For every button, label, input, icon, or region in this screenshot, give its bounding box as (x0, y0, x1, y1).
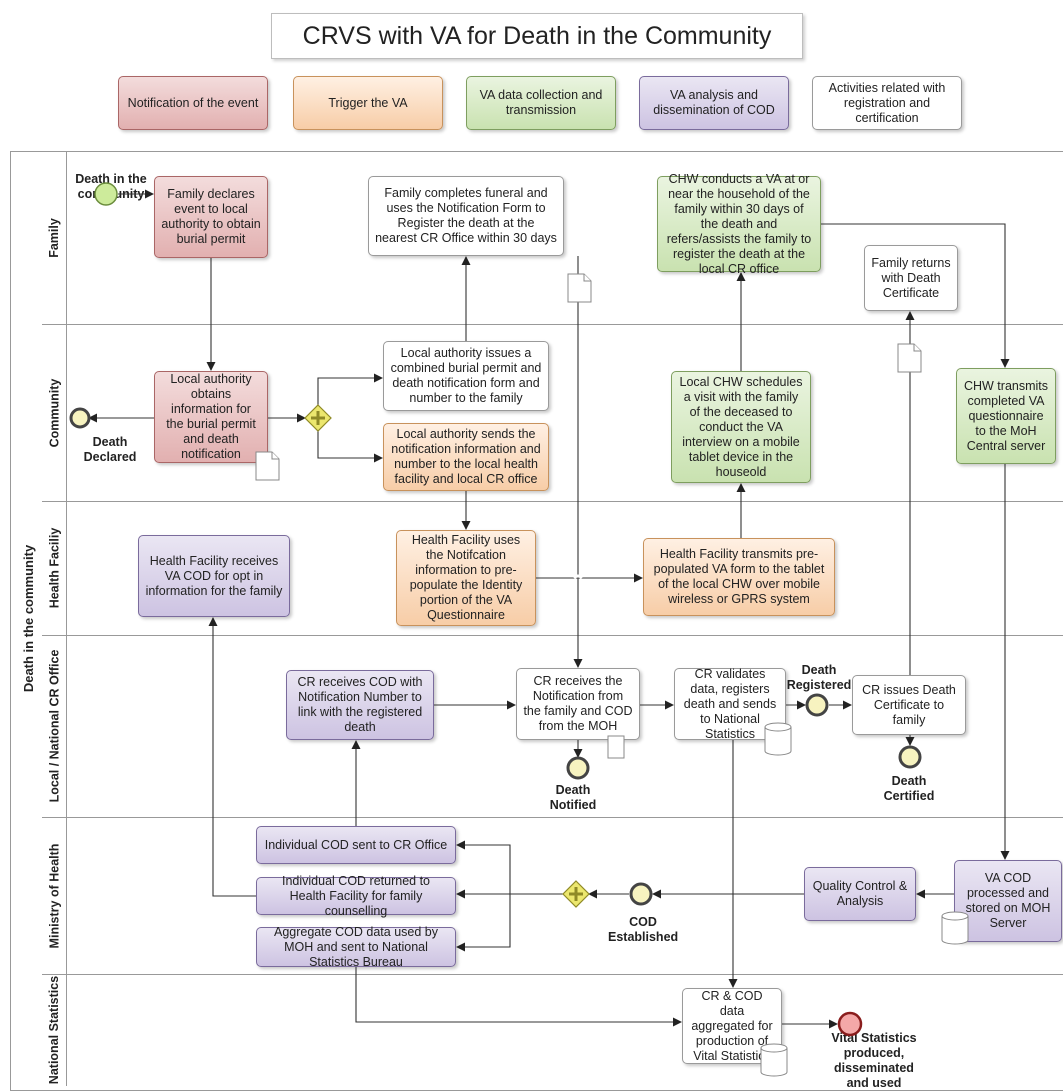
legend-notification: Notification of the event (118, 76, 268, 130)
task-quality-control: Quality Control & Analysis (804, 867, 916, 921)
label-death-certified: Death Certified (883, 774, 935, 803)
label-end-event: Vital Statistics produced, disseminated … (831, 1031, 917, 1090)
diagram-title: CRVS with VA for Death in the Community (271, 13, 803, 59)
task-hf-uses: Health Facility uses the Notifcation inf… (396, 530, 536, 626)
task-va-cod-processed: VA COD processed and stored on MOH Serve… (954, 860, 1062, 942)
task-local-issues: Local authority issues a combined burial… (383, 341, 549, 411)
label-death-notified: Death Notified (549, 783, 597, 812)
task-family-returns: Family returns with Death Certificate (864, 245, 958, 311)
lane-divider (42, 974, 1063, 975)
pool-label: Death in the community (21, 544, 37, 693)
label-death-declared: Death Declared (83, 435, 137, 464)
lane-divider (42, 501, 1063, 502)
task-hf-transmits: Health Facility transmits pre-populated … (643, 538, 835, 616)
task-hf-receives: Health Facility receives VA COD for opt … (138, 535, 290, 617)
label-start-event: Death in the community (75, 172, 147, 201)
task-chw-conducts: CHW conducts a VA at or near the househo… (657, 172, 821, 276)
task-local-obtains: Local authority obtains information for … (154, 371, 268, 463)
task-cr-cod-aggregated: CR & COD data aggregated for production … (682, 988, 782, 1064)
legend-va-data-collection: VA data collection and transmission (466, 76, 616, 130)
task-cr-validates: CR validates data, registers death and s… (674, 667, 786, 741)
task-cr-receives-notification: CR receives the Notification from the fa… (516, 668, 640, 740)
label-death-registered: Death Registered (786, 663, 852, 692)
lane-divider (42, 635, 1063, 636)
task-chw-schedules: Local CHW schedules a visit with the fam… (671, 371, 811, 483)
legend-registration-certification: Activities related with registration and… (812, 76, 962, 130)
task-family-funeral: Family completes funeral and uses the No… (368, 176, 564, 256)
lane-family: Family (42, 151, 67, 324)
lane-ministry-of-health: Ministry of Health (42, 817, 67, 974)
legend-va-analysis: VA analysis and dissemination of COD (639, 76, 789, 130)
task-individual-cod-cr: Individual COD sent to CR Office (256, 826, 456, 864)
lane-divider (42, 817, 1063, 818)
lane-divider (42, 324, 1063, 325)
label-cod-established: COD Established (608, 915, 679, 944)
lane-cr-office: Local / National CR Office (42, 635, 67, 817)
task-cr-issues: CR issues Death Certificate to family (852, 675, 966, 735)
lane-health-facility: Health Faciliy (42, 501, 67, 635)
task-cr-receives-cod: CR receives COD with Notification Number… (286, 670, 434, 740)
task-individual-cod-hf: Individual COD returned to Health Facili… (256, 874, 456, 918)
task-chw-transmits: CHW transmits completed VA questionnaire… (956, 368, 1056, 464)
task-family-declares: Family declares event to local authority… (154, 176, 268, 258)
task-local-sends: Local authority sends the notification i… (383, 423, 549, 491)
lane-national-statistics: National Statistics (42, 974, 67, 1086)
legend-trigger-va: Trigger the VA (293, 76, 443, 130)
task-aggregate-cod: Aggregate COD data used by MOH and sent … (256, 925, 456, 969)
lane-community: Community (42, 324, 67, 501)
